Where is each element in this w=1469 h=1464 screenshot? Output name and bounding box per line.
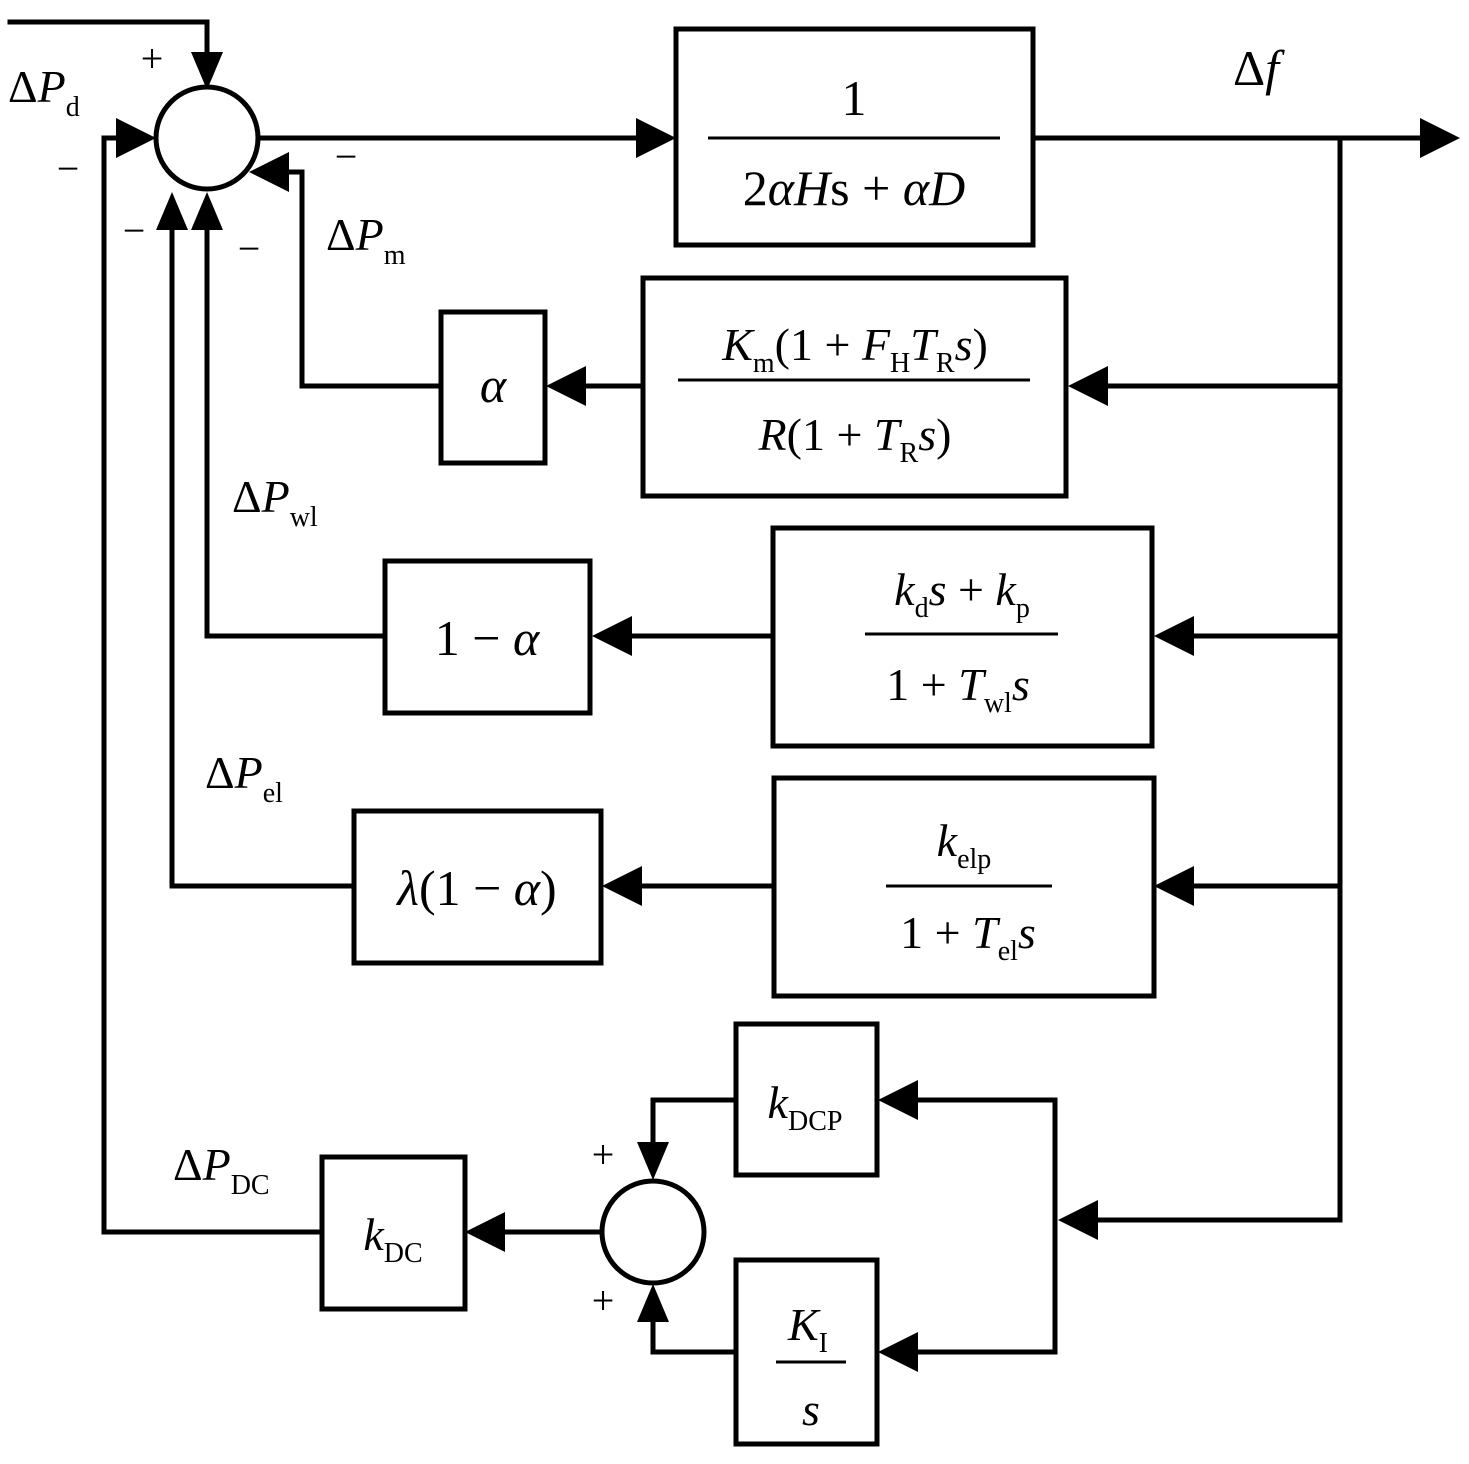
arrow-into-kdc	[465, 1212, 505, 1252]
arrow-into-sum2-top	[637, 1142, 669, 1180]
plant-denominator: 2αHs + αD	[743, 160, 965, 216]
arrow-into-lambda	[602, 866, 642, 906]
arrow-into-kdcp	[878, 1080, 918, 1120]
arrow-delta-f-output	[1420, 118, 1460, 158]
block-ki-box	[733, 1257, 880, 1447]
one-minus-alpha-label: 1 − α	[435, 610, 541, 666]
label-dpm: ΔPm	[326, 209, 406, 271]
arrow-into-sum1-dpm	[249, 152, 289, 192]
ki-numerator: KI	[787, 1299, 828, 1359]
block-kdc-box	[319, 1154, 468, 1312]
sum-junction-main	[153, 84, 261, 192]
sum-junction-dc	[599, 1178, 707, 1286]
wire-alpha-to-sum1	[286, 169, 444, 389]
block-electrolyzer-controller: kelp 1 + Tels	[771, 775, 1157, 999]
block-plant: 1 2αHs + αD	[673, 26, 1036, 248]
kdcp-label: kDCP	[768, 1077, 843, 1137]
sign-plus-dpd: +	[141, 36, 164, 81]
kdc-label: kDC	[363, 1209, 422, 1269]
sign-plus-kdcp: +	[592, 1132, 615, 1177]
arrow-into-sum1-top	[191, 52, 223, 90]
arrow-into-wind-ctrl	[1154, 616, 1194, 656]
el-denominator: 1 + Tels	[900, 907, 1036, 967]
block-one-minus-alpha-box	[382, 558, 593, 716]
block-lambda-box	[351, 808, 604, 966]
label-dpd: ΔPd	[8, 61, 80, 123]
label-delta-f: Δf	[1233, 40, 1285, 96]
arrow-into-el-ctrl	[1154, 866, 1194, 906]
block-governor-box	[640, 275, 1069, 499]
governor-denominator: R(1 + TRs)	[758, 409, 952, 469]
wire-lambda-to-sum1	[169, 227, 357, 889]
block-kdcp-box	[733, 1021, 880, 1178]
label-dpel: ΔPel	[205, 747, 283, 809]
lambda-label: λ(1 − α)	[395, 860, 556, 916]
block-one-minus-alpha: 1 − α	[382, 558, 593, 716]
sign-minus-dpel: −	[123, 208, 146, 253]
arrow-into-governor	[1068, 366, 1108, 406]
wires	[7, 19, 1425, 1355]
block-governor: Km(1 + FHTRs) R(1 + TRs)	[640, 275, 1069, 499]
label-dpdc: ΔPDC	[173, 1139, 270, 1201]
wire-1ma-to-sum1	[204, 227, 388, 639]
arrowheads	[116, 52, 1460, 1372]
arrow-into-sum1-dpel	[156, 192, 188, 230]
wind-denominator: 1 + Twls	[886, 659, 1029, 719]
governor-numerator: Km(1 + FHTRs)	[721, 319, 988, 379]
arrow-into-ki	[878, 1332, 918, 1372]
label-dpwl: ΔPwl	[232, 471, 318, 533]
arrow-into-sum1-left	[116, 118, 156, 158]
arrow-into-sum1-dpwl	[191, 192, 223, 230]
sign-plus-ki: +	[592, 1278, 615, 1323]
arrow-into-plant	[636, 118, 676, 158]
sign-minus-dc: −	[57, 146, 80, 191]
arrow-into-1ma	[592, 616, 632, 656]
arrow-into-dc-split	[1058, 1200, 1098, 1240]
arrow-into-sum2-bottom	[637, 1284, 669, 1322]
wire-ki-to-sum2	[650, 1319, 739, 1355]
block-kdcp: kDCP	[733, 1021, 880, 1178]
arrow-into-alpha	[546, 366, 586, 406]
sign-minus-dpwl: −	[238, 226, 261, 271]
block-wind-controller: kds + kp 1 + Twls	[770, 525, 1155, 749]
alpha-label: α	[480, 357, 508, 413]
plant-numerator: 1	[842, 70, 867, 126]
block-alpha: α	[438, 309, 548, 466]
block-ki: KI s	[733, 1257, 880, 1447]
ki-denominator: s	[802, 1384, 820, 1435]
wind-numerator: kds + kp	[894, 564, 1030, 624]
el-numerator: kelp	[937, 815, 992, 875]
block-alpha-box	[438, 309, 548, 466]
wire-kdc-to-sum1	[101, 135, 325, 1235]
block-kdc: kDC	[319, 1154, 468, 1312]
sign-minus-dpm: −	[335, 134, 358, 179]
block-lambda: λ(1 − α)	[351, 808, 604, 966]
block-wind-controller-box	[770, 525, 1155, 749]
wire-kdcp-to-sum2	[650, 1097, 739, 1145]
